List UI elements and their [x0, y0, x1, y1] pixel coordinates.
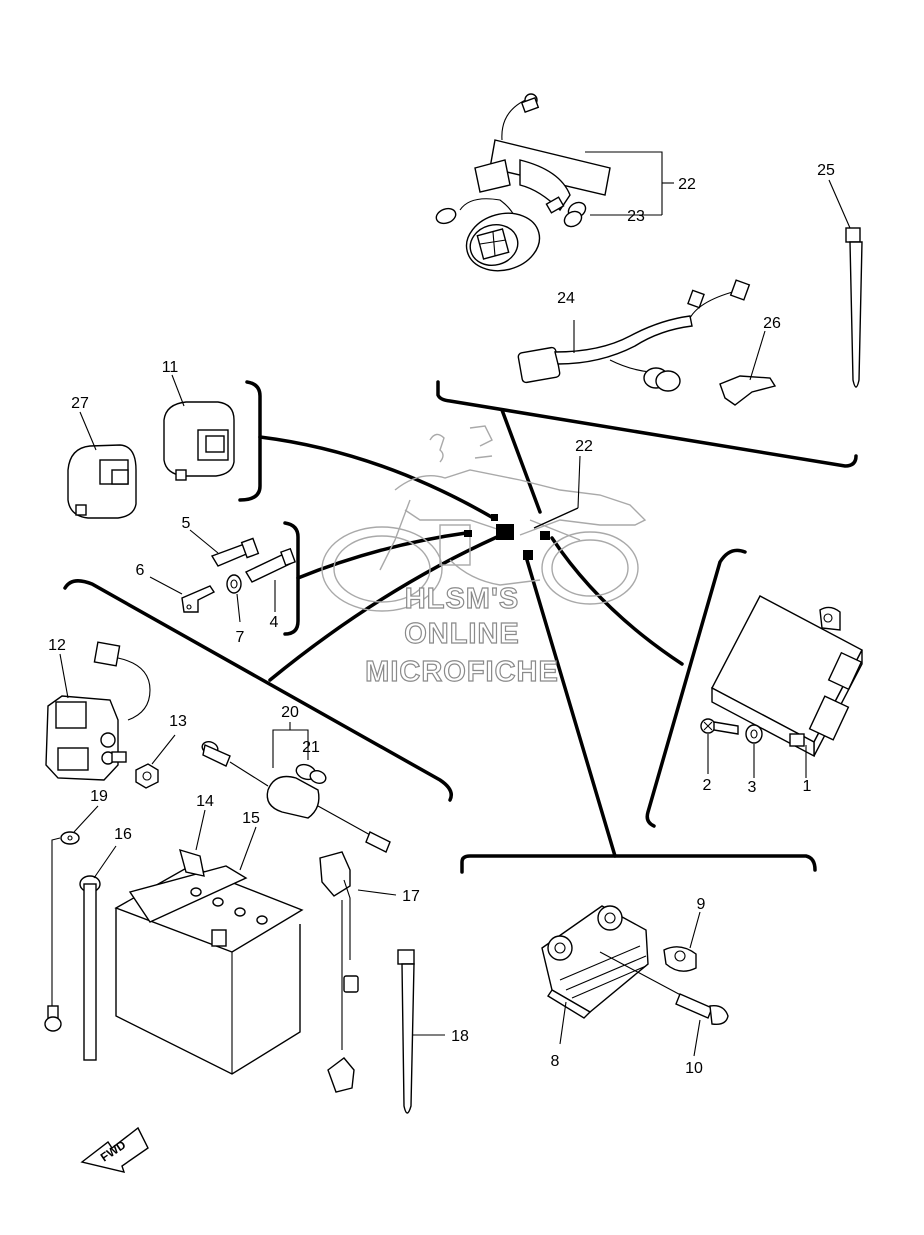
callout-22-bike: 22: [575, 438, 593, 455]
callout-19: 19: [90, 788, 108, 805]
callout-24: 24: [557, 290, 575, 307]
starter-relay-part: [45, 641, 151, 781]
wire-clamp-part: [719, 330, 777, 406]
callout-15: 15: [242, 810, 260, 827]
callout-7: 7: [236, 629, 245, 646]
callout-12: 12: [48, 637, 66, 654]
cable-tie-part-18: [397, 949, 445, 1114]
rectifier-regulator-part: [541, 905, 729, 1057]
battery-lead-part: [44, 805, 99, 1032]
callout-8: 8: [551, 1053, 560, 1070]
callout-3: 3: [748, 779, 757, 796]
callout-20: 20: [281, 704, 299, 721]
callout-13: 13: [169, 713, 187, 730]
callout-18: 18: [451, 1028, 469, 1045]
callout-2: 2: [703, 777, 712, 794]
cable-tie-part: [828, 179, 863, 388]
sensor-lead-part: [319, 851, 397, 1093]
watermark-line-3: MICROFICHE: [365, 656, 559, 688]
group-connector-lines: [63, 380, 858, 874]
callout-labels: 1 2 3 4 5 6 7 8 9 10 11 12 13 14 15 16 1…: [48, 162, 835, 1077]
callout-9: 9: [697, 896, 706, 913]
watermark-line-2: ONLINE: [404, 618, 520, 650]
callout-10: 10: [685, 1060, 703, 1077]
forward-direction-arrow: FWD: [80, 1126, 149, 1173]
battery-band-part: [79, 845, 117, 1061]
callout-16: 16: [114, 826, 132, 843]
callout-21: 21: [302, 739, 320, 756]
callout-17: 17: [402, 888, 420, 905]
connector-parts-4-7: [149, 529, 296, 623]
nut-part: [135, 734, 176, 789]
sub-harness-part: [517, 279, 751, 392]
callout-6: 6: [136, 562, 145, 579]
watermark-line-1: HLSM'S: [405, 583, 519, 615]
callout-23: 23: [627, 208, 645, 225]
callout-5: 5: [182, 515, 191, 532]
callout-4: 4: [270, 614, 279, 631]
relay-part-11: [163, 374, 235, 481]
callout-14: 14: [196, 793, 214, 810]
cdi-unit-part: [700, 595, 863, 778]
callout-1: 1: [803, 778, 812, 795]
callout-25: 25: [817, 162, 835, 179]
main-wire-harness-part: [435, 93, 674, 272]
callout-27: 27: [71, 395, 89, 412]
callout-22-top: 22: [678, 176, 696, 193]
motorcycle-outline: [321, 425, 647, 612]
callout-11: 11: [162, 359, 179, 376]
watermark: HLSM'S ONLINE MICROFICHE: [365, 582, 559, 688]
callout-26: 26: [763, 315, 781, 332]
battery-part: [114, 809, 304, 1075]
relay-part-27: [67, 411, 137, 519]
fuse-holder-part: [201, 722, 391, 853]
